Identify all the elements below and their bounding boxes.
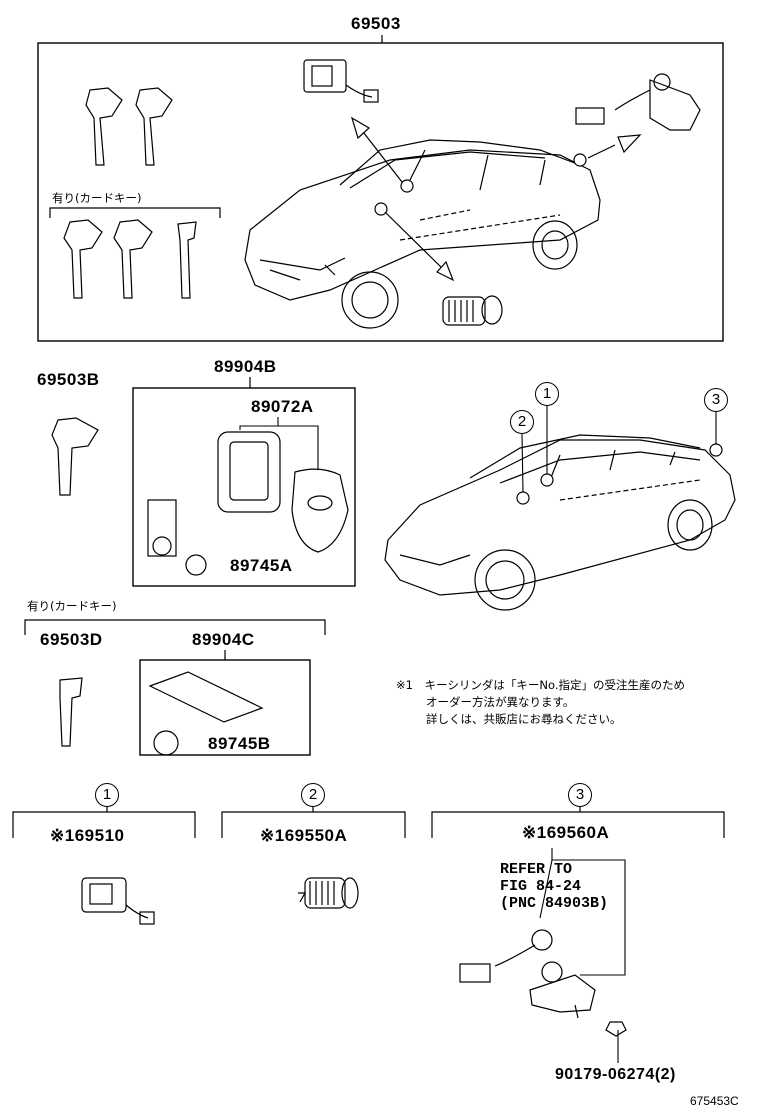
label-69550A[interactable]: ※169550A — [260, 826, 348, 845]
callout-3-section: 3 — [568, 783, 592, 807]
label-89904C[interactable]: 89904C — [192, 630, 255, 649]
cylinder-69550A-drawing — [298, 877, 359, 909]
callout-1-car: 1 — [535, 382, 559, 406]
car-top-illustration — [244, 139, 601, 329]
label-90179-06274[interactable]: 90179-06274(2) — [555, 1066, 676, 1083]
footnote: ※1 キーシリンダは「キーNo.指定」の受注生産のため オーダー方法が異なります… — [396, 677, 685, 728]
callout-1-section: 1 — [95, 783, 119, 807]
callout-2-section: 2 — [301, 783, 325, 807]
door-cylinder-top — [303, 59, 379, 103]
footnote-line1: キーシリンダは「キーNo.指定」の受注生産のため — [424, 678, 685, 692]
label-89745A[interactable]: 89745A — [230, 556, 293, 575]
cylinder-69560A-drawing — [459, 929, 627, 1037]
footnote-line3: 詳しくは、共販店にお尋ねください。 — [426, 712, 622, 726]
refer-line-1: REFER TO — [500, 861, 573, 878]
remote-parts-drawing — [147, 431, 349, 576]
label-69560A[interactable]: ※169560A — [522, 823, 610, 842]
refer-line-2: FIG 84-24 — [500, 878, 582, 895]
trunk-cylinder-top — [575, 73, 701, 131]
keys-top — [63, 87, 197, 299]
label-69503D[interactable]: 69503D — [40, 630, 103, 649]
card-key-bracket-bottom — [24, 619, 326, 635]
callout-2-car: 2 — [510, 410, 534, 434]
card-key-drawing — [148, 671, 264, 756]
card-key-bracket-top — [49, 207, 221, 218]
key-69503B-drawing — [51, 417, 99, 496]
callout-3-car: 3 — [704, 388, 728, 412]
label-69503B[interactable]: 69503B — [37, 370, 100, 389]
label-69503[interactable]: 69503 — [351, 14, 401, 33]
figure-id: 675453C — [690, 1094, 739, 1108]
remote-frame — [132, 387, 356, 587]
footnote-mark: ※1 — [396, 678, 413, 692]
label-69510[interactable]: ※169510 — [50, 826, 125, 845]
refer-line-3: (PNC 84903B) — [500, 895, 609, 912]
assembly-frame — [37, 42, 724, 342]
label-89745B[interactable]: 89745B — [208, 734, 271, 753]
card-key-note-bottom: 有り(カードキー) — [27, 599, 117, 613]
arrows-top — [350, 116, 642, 282]
label-89072A[interactable]: 89072A — [251, 397, 314, 416]
card-key-note-top: 有り(カードキー) — [52, 191, 142, 205]
label-89904B[interactable]: 89904B — [214, 357, 277, 376]
key-69503D-drawing — [59, 677, 83, 747]
ignition-cylinder-top — [442, 295, 503, 326]
footnote-line2: オーダー方法が異なります。 — [426, 695, 575, 709]
cylinder-69510-drawing — [81, 877, 155, 925]
car-middle-illustration — [384, 434, 736, 611]
